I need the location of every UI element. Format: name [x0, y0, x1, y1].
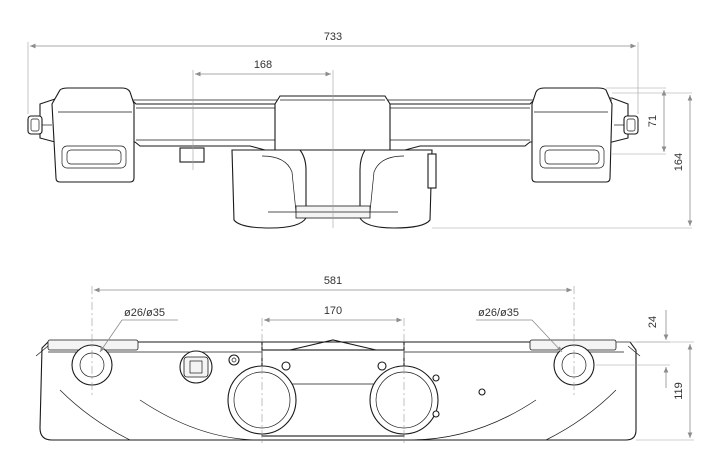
dim-733-label: 733 — [324, 31, 342, 43]
dim-170-label: 170 — [324, 305, 342, 317]
dim-front-total-height — [636, 341, 694, 441]
front-view: 581 170 ø26/ø35 ø26/ø35 24 — [35, 275, 694, 444]
left-end-cap — [27, 87, 135, 183]
dim-164-label: 164 — [673, 153, 685, 171]
center-housing — [179, 95, 437, 229]
dim-24-label: 24 — [647, 316, 659, 328]
dim-upper-height — [606, 87, 667, 155]
right-diameter-label: ø26/ø35 — [478, 307, 519, 319]
left-diameter-label: ø26/ø35 — [124, 307, 165, 319]
front-center-housing — [227, 339, 486, 437]
dim-total-height — [432, 92, 693, 229]
dim-168-label: 168 — [254, 59, 272, 71]
dim-center-spacing — [192, 70, 334, 228]
dim-overall-width — [27, 42, 639, 114]
connector-icon — [179, 350, 240, 384]
dim-119-label: 119 — [673, 382, 685, 400]
right-end-cap — [531, 87, 639, 183]
top-view: 733 168 71 164 — [27, 31, 693, 229]
dim-581-label: 581 — [324, 275, 342, 287]
dim-71-label: 71 — [647, 115, 659, 127]
right-diameter-callout — [476, 319, 563, 353]
left-diameter-callout — [99, 319, 178, 353]
